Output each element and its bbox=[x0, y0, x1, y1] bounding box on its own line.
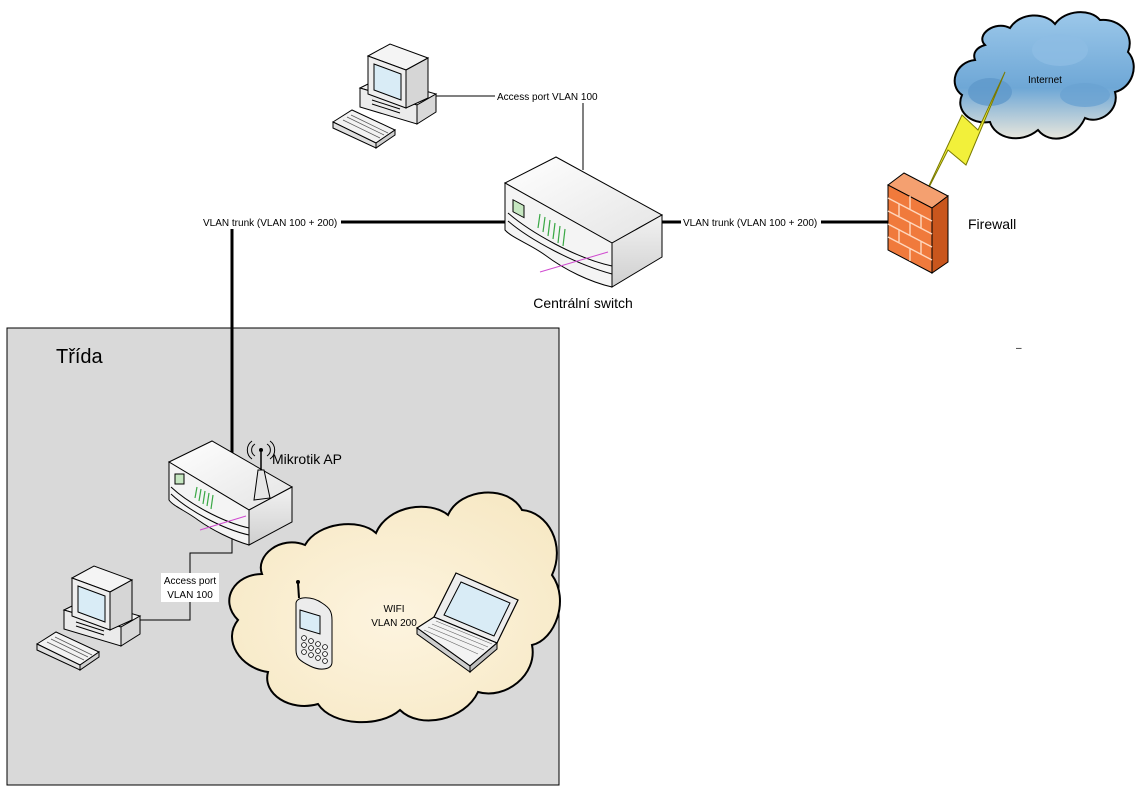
mobile-phone-icon bbox=[295, 580, 333, 670]
pc-bottom-icon bbox=[35, 565, 142, 671]
pc-top-icon bbox=[331, 43, 438, 149]
ap-label: Mikrotik AP bbox=[272, 451, 342, 467]
internet-label: Internet bbox=[1028, 75, 1062, 86]
link-pc-top-switch bbox=[436, 95, 584, 170]
link-pc-bottom-ap bbox=[140, 537, 233, 621]
stray-dash: – bbox=[1016, 343, 1022, 354]
classroom-title: Třída bbox=[56, 346, 104, 368]
label-pc-bottom-access-2: VLAN 100 bbox=[167, 590, 213, 601]
label-trunk-right: VLAN trunk (VLAN 100 + 200) bbox=[683, 218, 817, 229]
firewall-icon: Firewall bbox=[887, 172, 1016, 274]
firewall-label: Firewall bbox=[968, 216, 1016, 232]
wifi-label-1: WIFI bbox=[383, 604, 404, 615]
label-pc-top-access: Access port VLAN 100 bbox=[497, 92, 598, 103]
link-labels: Access port VLAN 100 VLAN trunk (VLAN 10… bbox=[161, 89, 821, 602]
internet-cloud: Internet bbox=[953, 11, 1135, 140]
switch-label: Centrální switch bbox=[533, 295, 633, 311]
label-trunk-left: VLAN trunk (VLAN 100 + 200) bbox=[203, 218, 337, 229]
label-pc-bottom-access-1: Access port bbox=[164, 576, 216, 587]
laptop-icon bbox=[415, 572, 519, 674]
mikrotik-ap-icon: Mikrotik AP bbox=[167, 440, 342, 546]
central-switch-icon: Centrální switch bbox=[503, 156, 664, 311]
wifi-label-2: VLAN 200 bbox=[371, 618, 417, 629]
